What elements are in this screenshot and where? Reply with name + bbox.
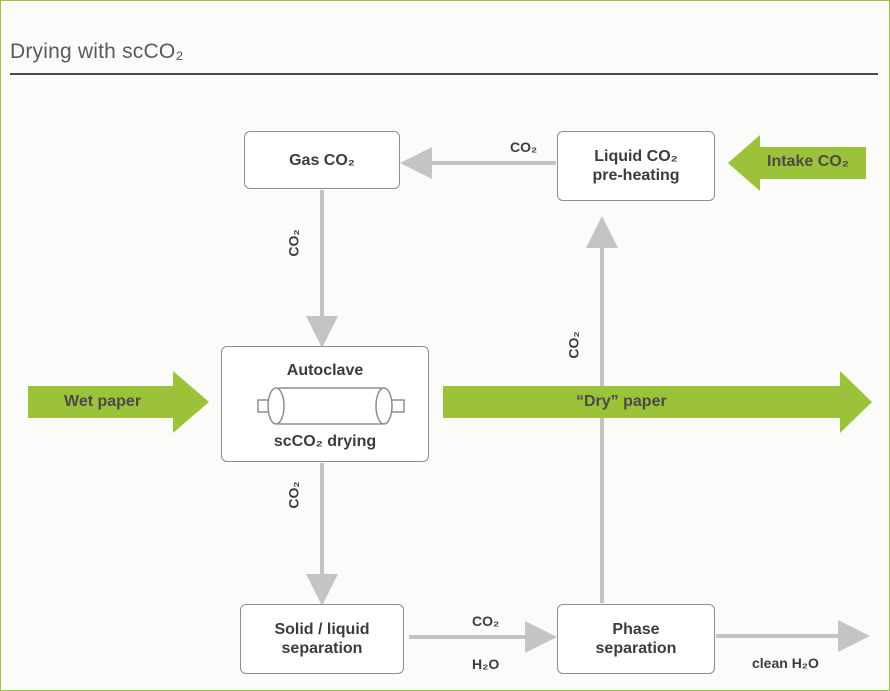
node-solid-liquid-separation: Solid / liquid separation [240,604,404,674]
edge-label-solid-to-phase-co2: CO₂ [472,613,500,629]
wet-paper-arrow-shape [28,371,209,433]
dry-paper-arrow-label: “Dry” paper [576,393,667,410]
intake-arrow-shape [728,135,866,191]
node-phase-separation: Phase separation [557,604,715,674]
node-phase-line-1: Phase [612,621,660,638]
wet-paper-arrow-label: Wet paper [64,393,142,410]
node-gas-co2: Gas CO₂ [244,131,400,189]
node-liquid-co2-line-1: Liquid CO₂ [594,148,678,165]
node-autoclave: Autoclave scCO₂ drying [221,346,429,462]
edge-label-gas-to-autoclave: CO₂ [285,229,302,257]
node-autoclave-sublabel: scCO₂ drying [273,433,377,450]
edge-label-liquid-to-gas: CO₂ [510,139,538,155]
node-solid-liquid-line-2: separation [281,640,363,657]
node-liquid-co2-line-2: pre-heating [592,167,680,184]
edge-label-autoclave-to-solid: CO₂ [285,481,302,509]
diagram-title: Drying with scCO₂ [10,40,184,63]
node-liquid-co2: Liquid CO₂ pre-heating [557,131,715,201]
node-solid-liquid-line-1: Solid / liquid [274,621,370,638]
node-autoclave-label: Autoclave [286,362,364,379]
clean-water-label: clean H₂O [752,655,819,671]
intake-arrow-label: Intake CO₂ [767,153,849,170]
autoclave-vessel-icon [257,387,405,425]
edge-label-solid-to-phase-h2o: H₂O [472,656,500,672]
dry-paper-arrow-shape [443,371,872,433]
title-divider [10,73,878,75]
node-phase-line-2: separation [595,640,677,657]
node-gas-co2-label: Gas CO₂ [289,151,355,169]
edge-label-phase-to-liquid: CO₂ [565,331,582,359]
